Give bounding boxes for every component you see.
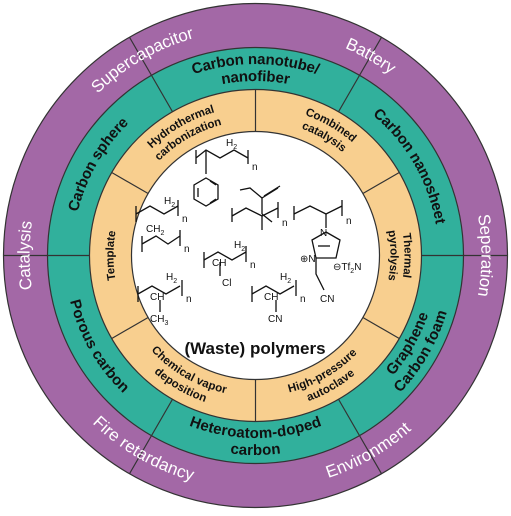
- inner-label-2-line-0: Thermal: [400, 232, 414, 278]
- pp-n-label: n: [186, 294, 192, 305]
- pil-cn-label: CN: [320, 294, 334, 305]
- outer-label-2-line-0: Seperation: [473, 213, 496, 298]
- pe-c-label: CH2: [146, 224, 164, 237]
- pan-cn-label: CN: [268, 314, 282, 325]
- inner-label-5-line-0: Template: [104, 230, 118, 281]
- pil-n-label: n: [346, 216, 352, 227]
- inner-divider-1: [362, 171, 400, 195]
- pil-anion-label: ⊖Tf2N: [333, 262, 361, 275]
- ring-bands: [2, 2, 509, 509]
- pe-h2-label: H2: [164, 196, 175, 209]
- pvc-n-label: n: [250, 260, 256, 271]
- middle-divider-5: [150, 75, 174, 113]
- pp-ch3-label: CH3: [150, 314, 168, 327]
- pe-n-label: n: [182, 214, 188, 225]
- pan-n-label: n: [300, 294, 306, 305]
- inner-divider-5: [111, 171, 149, 195]
- polypropylene-structure: [137, 280, 183, 312]
- polymer-structures: [135, 149, 343, 312]
- inner-divider-4: [111, 316, 149, 340]
- polyacrylonitrile-structure: [251, 280, 297, 312]
- ps-n-label: n: [252, 162, 258, 173]
- middle-divider-0: [337, 75, 361, 113]
- pe2-n-label: n: [184, 244, 190, 255]
- pvc-cl-label: Cl: [222, 278, 231, 289]
- pil-nitrogen-label: N: [320, 228, 327, 239]
- pan-ch-label: CH: [264, 292, 278, 303]
- middle-divider-2: [337, 398, 361, 436]
- inner-label-2-line-1: pyrolysis: [385, 229, 399, 281]
- pmma-n-label: n: [282, 218, 288, 229]
- center-title: (Waste) polymers: [184, 339, 325, 358]
- pmma-structure: [231, 185, 281, 230]
- pil-nitrogen-plus-label: ⊕N: [300, 254, 316, 265]
- segment-dividers: [3, 36, 508, 475]
- ps-h2-label: H2: [226, 138, 237, 151]
- pvc-structure: [203, 246, 247, 276]
- pp-ch-label: CH: [150, 292, 164, 303]
- polyethylene-structure: [135, 200, 181, 252]
- pvc-ch-label: CH: [212, 258, 226, 269]
- middle-label-3-line-1: carbon: [230, 440, 282, 459]
- inner-divider-2: [362, 316, 400, 340]
- outer-divider-0: [358, 36, 383, 76]
- pp-h2-label: H2: [166, 272, 177, 285]
- outer-divider-5: [128, 36, 153, 76]
- pvc-h2-label: H2: [234, 240, 245, 253]
- outer-divider-3: [128, 435, 153, 475]
- middle-divider-3: [150, 398, 174, 436]
- pan-h2-label: H2: [280, 272, 291, 285]
- polystyrene-structure: [193, 149, 249, 207]
- outer-divider-2: [358, 435, 383, 475]
- ionic-liquid-polymer-structure: [293, 200, 343, 291]
- outer-label-5-line-0: Catalysis: [15, 220, 37, 291]
- polymer-labels: H2 n n n N ⊕N ⊖Tf2N CN H2 n CH2 n H2 CH …: [146, 138, 361, 358]
- middle-label-0-line-1: nanofiber: [220, 68, 291, 88]
